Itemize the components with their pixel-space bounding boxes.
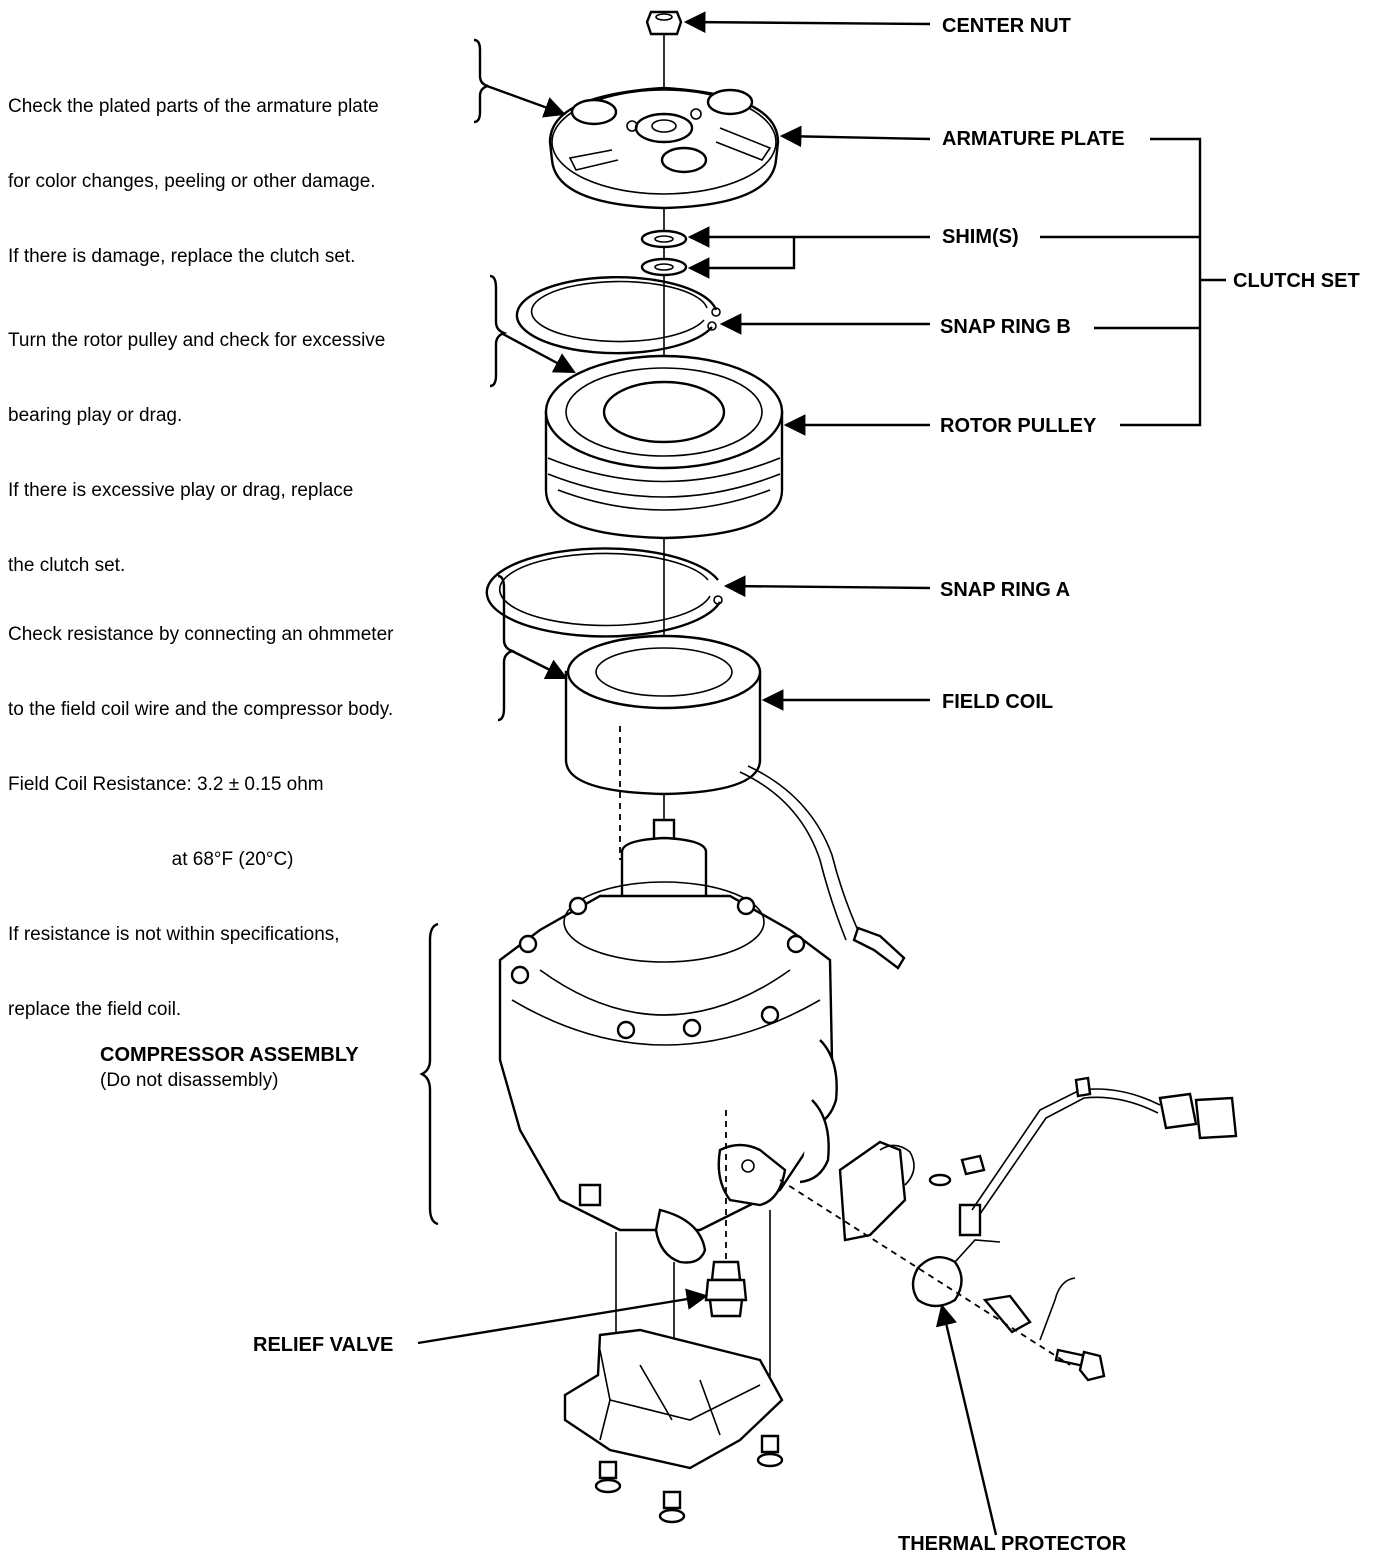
snap-ring-b-part (515, 276, 721, 355)
rotor-note-brace (489, 274, 508, 388)
rotor-note-line: Turn the rotor pulley and check for exce… (8, 330, 386, 351)
label-snap-ring-a: SNAP RING A (940, 579, 1070, 601)
coil-note-line: If resistance is not within specificatio… (8, 924, 340, 945)
label-relief-valve: RELIEF VALVE (253, 1334, 393, 1356)
rotor-note-line: If there is excessive play or drag, repl… (8, 480, 354, 501)
snap-ring-a-leader (723, 575, 931, 597)
armature-note-line: for color changes, peeling or other dama… (8, 171, 376, 192)
coil-note-line: Field Coil Resistance: 3.2 ± 0.15 ohm (8, 774, 324, 795)
armature-plate-part (548, 86, 780, 210)
label-compressor-assembly: COMPRESSOR ASSEMBLY (100, 1044, 359, 1066)
compressor-brace (419, 922, 439, 1226)
armature-note-line: If there is damage, replace the clutch s… (8, 246, 356, 267)
thermal-protector-part (779, 1076, 1238, 1382)
shims-part (640, 229, 688, 277)
shim-leader-bottom (687, 237, 796, 279)
coil-note-line: at 68°F (20°C) (8, 849, 294, 870)
label-clutch-set: CLUTCH SET (1233, 270, 1360, 292)
label-compressor-note: (Do not disassembly) (100, 1070, 278, 1091)
snap-ring-a-part (485, 547, 723, 638)
coil-note-line: Check resistance by connecting an ohmmet… (8, 624, 394, 645)
field-coil-part (564, 634, 906, 970)
rotor-pulley-note: Turn the rotor pulley and check for exce… (8, 278, 385, 603)
clutch-set-bracket (1120, 137, 1202, 427)
label-center-nut: CENTER NUT (942, 15, 1071, 37)
rotor-pulley-part (544, 354, 784, 540)
rotor-note-line: bearing play or drag. (8, 405, 183, 426)
armature-note-brace (473, 38, 489, 124)
label-rotor-pulley: ROTOR PULLEY (940, 415, 1097, 437)
label-thermal-protector: THERMAL PROTECTOR (898, 1533, 1127, 1554)
label-armature-plate: ARMATURE PLATE (942, 128, 1125, 150)
armature-plate-note: Check the plated parts of the armature p… (8, 44, 379, 294)
center-nut-leader (683, 11, 931, 33)
coil-note-line: replace the field coil. (8, 999, 182, 1020)
relief-valve-leader (417, 1288, 709, 1345)
armature-plate-leader (779, 125, 931, 148)
thermal-protector-leader (935, 1303, 998, 1536)
label-snap-ring-b: SNAP RING B (940, 316, 1071, 338)
coil-note-line: to the field coil wire and the compresso… (8, 699, 394, 720)
relief-valve-part (704, 1260, 748, 1318)
center-nut-part (645, 10, 683, 36)
armature-note-line: Check the plated parts of the armature p… (8, 96, 379, 117)
armature-note-leader (486, 84, 567, 118)
label-field-coil: FIELD COIL (942, 691, 1053, 713)
rotor-note-leader (500, 331, 576, 374)
bottom-cover-part (563, 1210, 784, 1524)
label-shims: SHIM(S) (942, 226, 1019, 248)
rotor-note-line: the clutch set. (8, 555, 126, 576)
coil-note-brace (497, 574, 516, 722)
compressor-assembly-part (498, 818, 838, 1280)
coil-note-leader (509, 648, 568, 680)
field-coil-note: Check resistance by connecting an ohmmet… (8, 572, 393, 1047)
